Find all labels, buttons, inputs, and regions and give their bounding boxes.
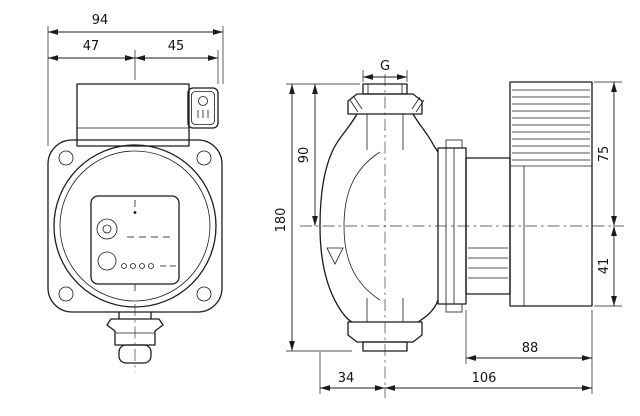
dim-label-94: 94 bbox=[92, 13, 109, 28]
dim-total-width: 94 bbox=[47, 13, 224, 146]
dim-label-45: 45 bbox=[168, 39, 185, 54]
dim-label-88: 88 bbox=[522, 341, 539, 356]
control-panel bbox=[90, 195, 180, 291]
volute-housing bbox=[319, 113, 439, 323]
pump-face-circle bbox=[53, 144, 217, 308]
indicator-row-icon bbox=[121, 263, 176, 269]
screw-icon bbox=[58, 286, 74, 302]
dim-bottom-lengths: 34 106 bbox=[319, 352, 592, 394]
dim-label-41: 41 bbox=[597, 258, 612, 275]
dim-label-47: 47 bbox=[83, 39, 100, 54]
control-knob-icon bbox=[96, 218, 118, 240]
dim-axis-to-bottom: 41 bbox=[594, 226, 622, 307]
pump-head-body bbox=[76, 83, 190, 147]
dim-port-to-axis: 90 bbox=[286, 83, 360, 226]
front-view: 94 47 45 bbox=[47, 13, 224, 372]
dim-split-width: 47 45 bbox=[48, 39, 219, 84]
screw-icon bbox=[58, 150, 74, 166]
side-view: G bbox=[274, 59, 624, 398]
dim-module-length: 88 bbox=[465, 310, 593, 394]
dim-label-G: G bbox=[380, 59, 390, 74]
power-connector bbox=[187, 87, 219, 129]
dim-axis-to-top: 75 bbox=[594, 81, 622, 226]
control-module bbox=[509, 81, 593, 307]
flow-direction-icon bbox=[326, 247, 344, 265]
screw-icon bbox=[196, 286, 212, 302]
bottom-port bbox=[347, 321, 423, 352]
screw-icon bbox=[196, 150, 212, 166]
dim-label-90: 90 bbox=[297, 147, 312, 164]
dim-label-75: 75 bbox=[597, 146, 612, 163]
dim-label-180: 180 bbox=[274, 208, 289, 233]
hatch-icon bbox=[349, 96, 425, 113]
top-port bbox=[347, 83, 425, 115]
dim-thread: G bbox=[362, 59, 408, 82]
button-icon bbox=[97, 251, 117, 271]
dim-label-34: 34 bbox=[338, 371, 355, 386]
dim-label-106: 106 bbox=[472, 371, 497, 386]
dim-port-to-port: 180 bbox=[274, 84, 352, 352]
cooling-fins-icon bbox=[512, 89, 590, 161]
